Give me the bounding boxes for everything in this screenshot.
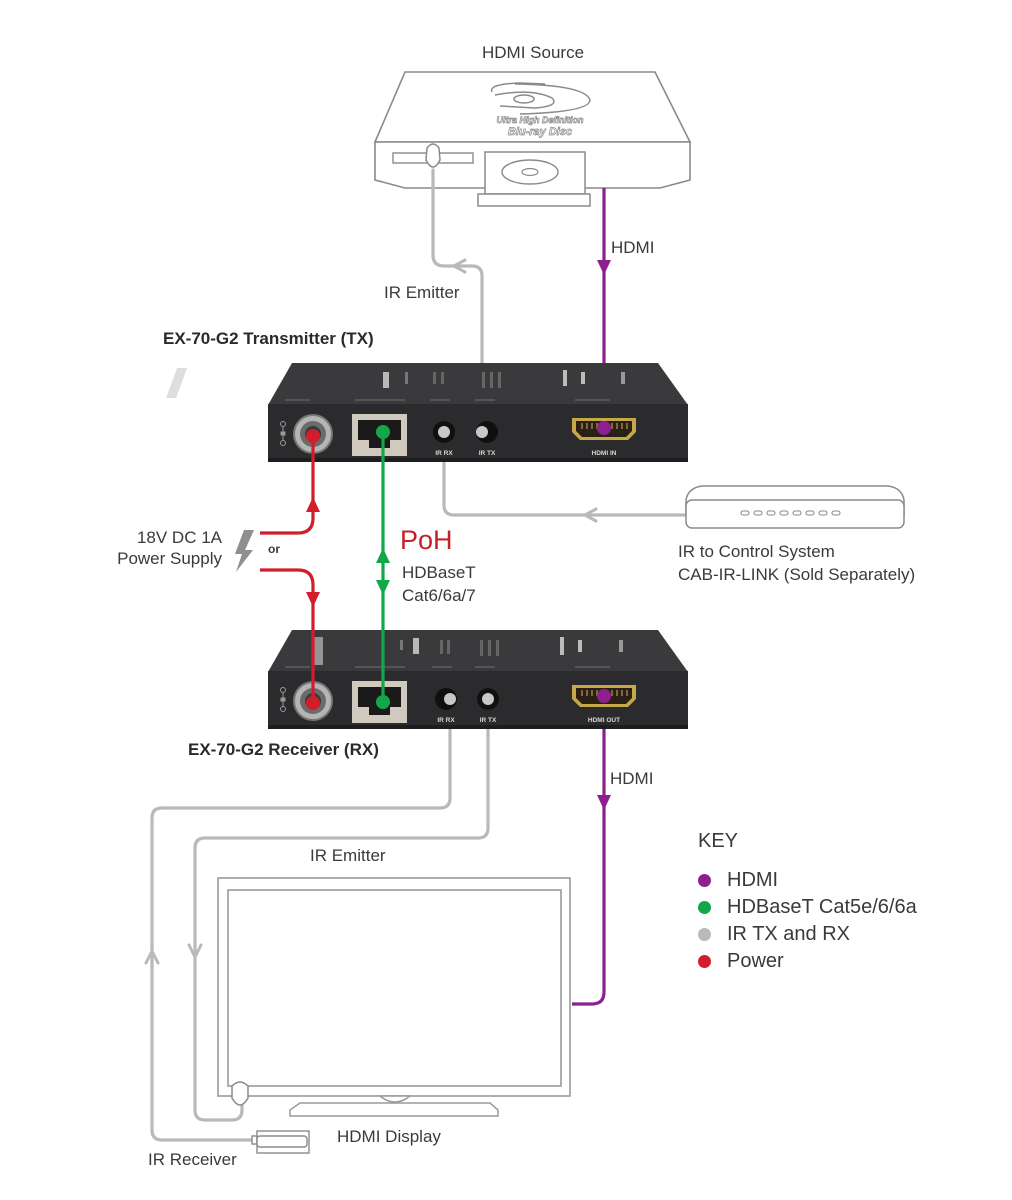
legend-item-power: Power xyxy=(698,948,917,975)
dc-polarity-icon xyxy=(280,687,286,712)
legend-title: KEY xyxy=(698,830,739,852)
legend-item-hdmi: HDMI xyxy=(698,867,917,894)
dc-polarity-icon xyxy=(280,421,286,446)
hdmi-cables xyxy=(572,188,611,1006)
cable-plugs xyxy=(438,421,611,705)
legend-label: HDBaseT Cat5e/6/6a xyxy=(727,896,917,918)
bluray-logo-line1: Ultra High Definition xyxy=(497,115,584,125)
hdmi-display-device xyxy=(217,877,571,1117)
hdmi-top-label: HDMI xyxy=(611,238,655,257)
poh-logo: PoH xyxy=(400,525,453,555)
bluray-logo-line2: Blu-ray Disc xyxy=(508,126,572,138)
power-or-label: or xyxy=(268,542,280,556)
ir-control-cable xyxy=(442,430,686,517)
legend-item-hdbaset: HDBaseT Cat5e/6/6a xyxy=(698,894,917,921)
power-supply-label-line1: 18V DC 1A xyxy=(136,528,222,547)
hdbaset-label-line2: Cat6/6a/7 xyxy=(402,586,476,605)
rx-port-label-ir-tx: IR TX xyxy=(480,717,497,724)
legend-dot xyxy=(698,874,711,887)
tx-port-label-hdmi: HDMI IN xyxy=(592,450,617,457)
legend-label: IR TX and RX xyxy=(727,923,851,945)
lightning-bolt-icon xyxy=(235,530,254,572)
ir-cables xyxy=(144,168,686,1142)
control-system-label-line2: CAB-IR-LINK (Sold Separately) xyxy=(678,565,916,584)
bluray-logo-icon xyxy=(490,82,591,115)
hdbaset-cable xyxy=(376,425,390,709)
hdmi-source-label: HDMI Source xyxy=(482,43,585,62)
control-system-label-line1: IR to Control System xyxy=(678,542,835,561)
ir-receiver-label: IR Receiver xyxy=(148,1150,237,1169)
legend-item-ir: IR TX and RX xyxy=(698,921,917,948)
hdmi-bottom-label: HDMI xyxy=(610,769,654,788)
legend-label: Power xyxy=(727,950,784,972)
ir-emitter-head-bottom xyxy=(231,1081,249,1106)
ir-emitter-cable-bottom xyxy=(193,698,490,1122)
receiver-device: IR RX IR TX HDMI OUT xyxy=(268,630,688,729)
rx-port-label-hdmi: HDMI OUT xyxy=(588,717,620,724)
legend-dot xyxy=(698,955,711,968)
legend: KEY HDMI HDBaseT Cat5e/6/6a IR TX and RX… xyxy=(698,830,917,975)
ir-emitter-top-label: IR Emitter xyxy=(384,283,460,302)
tx-port-label-ir-rx: IR RX xyxy=(435,450,453,457)
power-cables xyxy=(260,436,315,703)
hdmi-source-device: Ultra High Definition Blu-ray Disc xyxy=(373,71,692,207)
receiver-title: EX-70-G2 Receiver (RX) xyxy=(188,740,379,759)
legend-dot xyxy=(698,928,711,941)
ir-receiver-device xyxy=(251,1130,310,1154)
ir-emitter-cable-top xyxy=(431,168,484,434)
ir-control-system-device xyxy=(685,485,905,529)
hdmi-display-label: HDMI Display xyxy=(337,1127,441,1146)
rx-port-label-ir-rx: IR RX xyxy=(437,717,455,724)
tx-port-label-ir-tx: IR TX xyxy=(479,450,496,457)
ir-emitter-bottom-label: IR Emitter xyxy=(310,846,386,865)
legend-label: HDMI xyxy=(727,869,779,891)
hdmi-cable-bottom xyxy=(572,698,606,1006)
ir-receiver-cable xyxy=(150,698,452,1142)
power-supply-label-line2: Power Supply xyxy=(117,549,222,568)
transmitter-title: EX-70-G2 Transmitter (TX) xyxy=(163,329,374,348)
transmitter-device: IR RX IR TX HDMI IN xyxy=(166,363,688,462)
ir-emitter-head-top xyxy=(425,143,441,168)
hdbaset-label-line1: HDBaseT xyxy=(402,563,476,582)
legend-dot xyxy=(698,901,711,914)
